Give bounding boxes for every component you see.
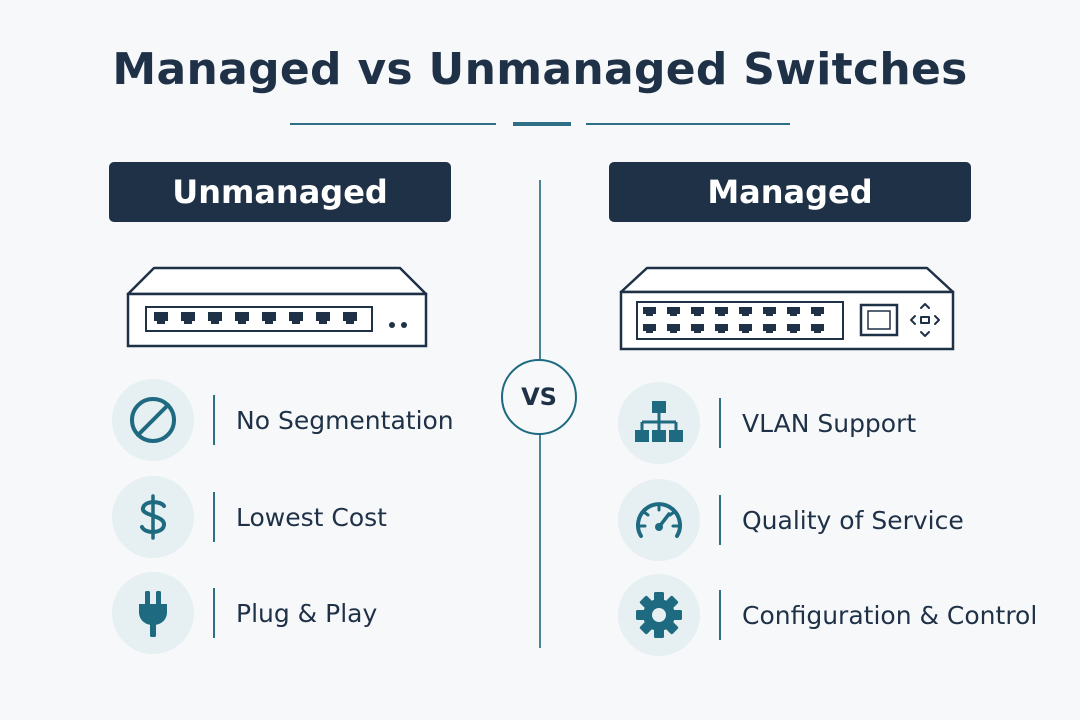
title-rule-center (513, 122, 571, 126)
unmanaged-feature-lowest-cost: Lowest Cost (112, 476, 452, 558)
plug-icon (139, 591, 167, 637)
feature-divider (213, 395, 215, 445)
feature-divider (719, 398, 721, 448)
title-rule-left (290, 123, 496, 125)
managed-feature-vlan-support: VLAN Support (618, 382, 1018, 464)
feature-divider (719, 590, 721, 640)
feature-label: Configuration & Control (742, 600, 1038, 630)
vs-badge: VS (501, 359, 577, 435)
feature-label: VLAN Support (742, 408, 917, 438)
managed-feature-configuration-control: Configuration & Control (618, 574, 1037, 656)
feature-divider (213, 588, 215, 638)
icon-circle (112, 476, 194, 558)
title-rule-right (586, 123, 790, 125)
feature-label: No Segmentation (236, 405, 454, 435)
unmanaged-switch-icon (126, 266, 428, 348)
feature-label: Lowest Cost (236, 502, 387, 532)
icon-circle (112, 379, 194, 461)
icon-circle (112, 572, 194, 654)
unmanaged-feature-plug-and-play: Plug & Play (112, 572, 452, 654)
managed-heading: Managed (609, 162, 971, 222)
page-title: Managed vs Unmanaged Switches (112, 44, 968, 95)
managed-feature-quality-of-service: Quality of Service (618, 479, 1018, 561)
icon-circle (618, 574, 700, 656)
unmanaged-heading-label: Unmanaged (172, 173, 388, 211)
feature-divider (213, 492, 215, 542)
feature-label: Quality of Service (742, 505, 964, 535)
managed-switch-icon (619, 266, 955, 351)
speedometer-icon (636, 502, 682, 538)
prohibited-icon (130, 397, 176, 443)
network-hierarchy-icon (635, 401, 683, 442)
vs-label: VS (521, 383, 557, 411)
dollar-icon (140, 494, 166, 540)
gear-icon (636, 592, 682, 638)
feature-label: Plug & Play (236, 598, 378, 628)
icon-circle (618, 382, 700, 464)
managed-heading-label: Managed (707, 173, 873, 211)
unmanaged-feature-no-segmentation: No Segmentation (112, 379, 454, 461)
icon-circle (618, 479, 700, 561)
feature-divider (719, 495, 721, 545)
unmanaged-heading: Unmanaged (109, 162, 451, 222)
